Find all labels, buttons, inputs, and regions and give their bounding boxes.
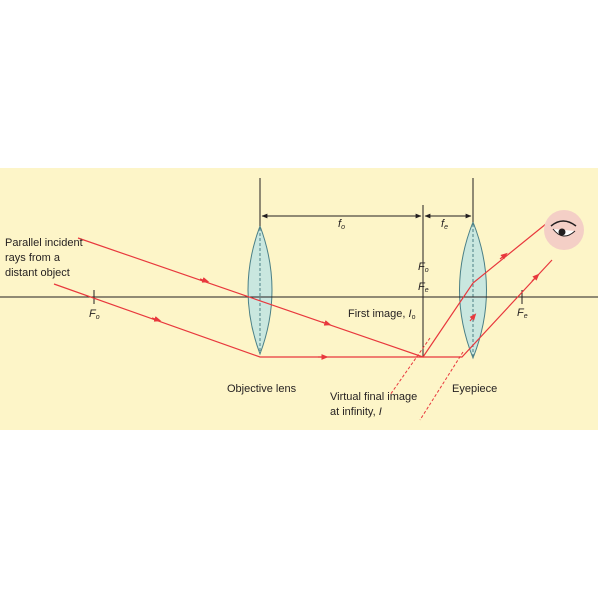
fo-dimension-label: fo xyxy=(338,218,345,231)
fo-left-label: Fo xyxy=(89,308,100,321)
parallel-rays-label-line3: distant object xyxy=(5,267,70,279)
eye-icon xyxy=(544,210,584,250)
virtual-image-label-line1: Virtual final image xyxy=(330,391,417,403)
fe-dimension-label: fe xyxy=(441,218,448,231)
virtual-ray-dashed-1 xyxy=(389,337,431,396)
ray-arrow-6 xyxy=(531,273,540,282)
ray-arrow-2 xyxy=(321,320,332,326)
fe-axis-label: Fe xyxy=(418,281,429,294)
objective-lens-label: Objective lens xyxy=(227,383,297,395)
ray-arrow-7 xyxy=(469,313,477,322)
fe-right-label: Fe xyxy=(517,307,528,320)
virtual-image-label-line2: at infinity, I xyxy=(330,406,382,418)
ray-arrow-3 xyxy=(151,316,162,322)
parallel-rays-label-line2: rays from a xyxy=(5,252,61,264)
parallel-rays-label-line1: Parallel incident xyxy=(5,237,83,249)
first-image-label: First image, Io xyxy=(348,308,416,321)
diagram-panel xyxy=(0,168,598,430)
eyepiece-label: Eyepiece xyxy=(452,383,497,395)
ray-arrow-1 xyxy=(199,277,210,283)
fo-axis-label: Fo xyxy=(418,261,429,274)
ray-upper xyxy=(77,214,558,358)
ray-arrow-5 xyxy=(499,252,508,260)
virtual-ray-dashed-2 xyxy=(419,351,464,421)
